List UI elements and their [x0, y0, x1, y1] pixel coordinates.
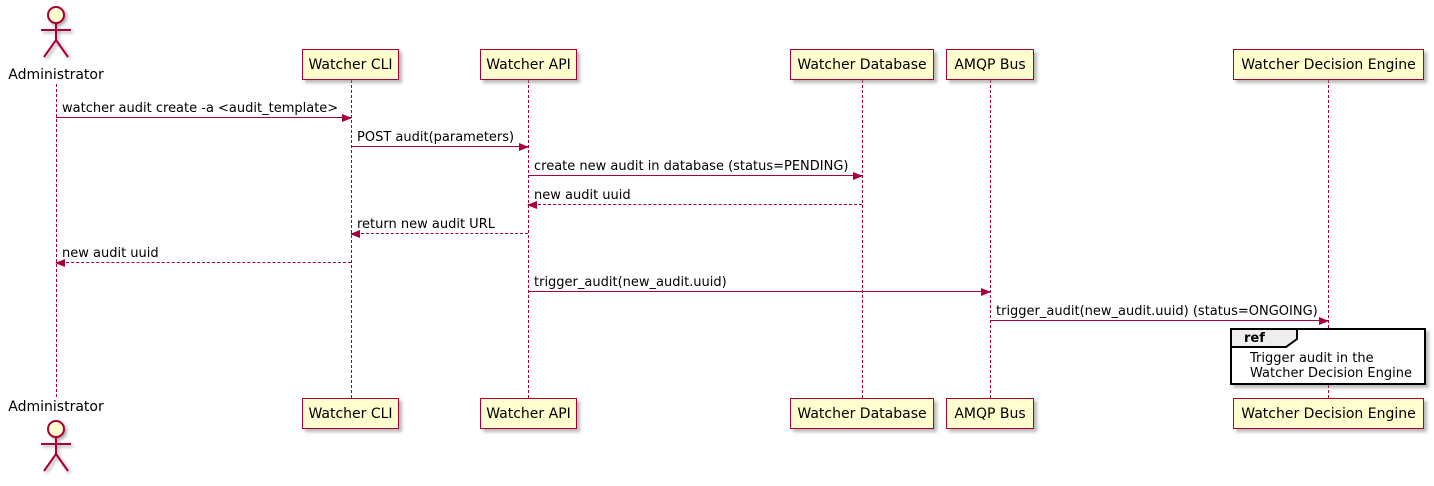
participant-watcher-decision-engine-top: Watcher Decision Engine: [1233, 49, 1424, 80]
message-label: trigger_audit(new_audit.uuid): [534, 275, 727, 290]
arrowhead-right-icon: [981, 287, 991, 296]
message-arrow: [527, 200, 862, 209]
lifeline-watcher-decision-engine: [1328, 80, 1329, 398]
actor-administrator-label-bottom: Administrator: [8, 399, 104, 415]
lifeline-watcher-cli: [351, 80, 352, 398]
message-arrow: [528, 171, 863, 180]
participant-watcher-cli-bottom: Watcher CLI: [302, 398, 399, 429]
participant-watcher-cli-top: Watcher CLI: [302, 49, 399, 80]
actor-administrator-label-top: Administrator: [8, 67, 104, 83]
ref-frame: ref Trigger audit in the Watcher Decisio…: [1230, 328, 1426, 385]
arrowhead-right-icon: [1319, 316, 1329, 325]
lifeline-watcher-api: [528, 80, 529, 398]
participant-watcher-database-bottom: Watcher Database: [790, 398, 934, 429]
participant-watcher-api-top: Watcher API: [480, 49, 577, 80]
message-arrow: [55, 258, 351, 267]
message-label: new audit uuid: [534, 188, 631, 203]
arrowhead-left-icon: [350, 229, 360, 238]
message-arrow: [56, 113, 352, 122]
message-label: watcher audit create -a <audit_template>: [62, 101, 339, 116]
participant-watcher-database-top: Watcher Database: [790, 49, 934, 80]
message-return-audit-url: return new audit URL: [350, 217, 528, 238]
lifeline-watcher-database: [862, 80, 863, 398]
actor-icon: [37, 417, 75, 481]
participant-watcher-decision-engine-bottom: Watcher Decision Engine: [1233, 398, 1424, 429]
message-label: return new audit URL: [357, 217, 495, 232]
arrowhead-right-icon: [342, 113, 352, 122]
lifeline-amqp-bus: [990, 80, 991, 398]
arrowhead-left-icon: [527, 200, 537, 209]
ref-text-line2: Watcher Decision Engine: [1250, 366, 1412, 381]
ref-text: Trigger audit in the Watcher Decision En…: [1250, 351, 1412, 381]
message-audit-create: watcher audit create -a <audit_template>: [56, 101, 352, 122]
message-trigger-audit-ongoing: trigger_audit(new_audit.uuid) (status=ON…: [990, 304, 1329, 325]
arrowhead-right-icon: [519, 142, 529, 151]
participant-watcher-api-bottom: Watcher API: [480, 398, 577, 429]
message-arrow: [350, 229, 528, 238]
message-create-audit-db: create new audit in database (status=PEN…: [528, 159, 863, 180]
message-label: create new audit in database (status=PEN…: [534, 159, 849, 174]
participant-amqp-bus-top: AMQP Bus: [946, 49, 1034, 80]
message-label: new audit uuid: [62, 246, 159, 261]
message-trigger-audit: trigger_audit(new_audit.uuid): [528, 275, 991, 296]
message-arrow: [351, 142, 529, 151]
actor-icon: [37, 5, 75, 65]
ref-tab: [1230, 328, 1300, 353]
message-arrow: [990, 316, 1329, 325]
message-post-audit: POST audit(parameters): [351, 130, 529, 151]
ref-keyword: ref: [1244, 331, 1265, 346]
message-label: POST audit(parameters): [357, 130, 515, 145]
arrowhead-right-icon: [853, 171, 863, 180]
message-new-audit-uuid-return: new audit uuid: [527, 188, 862, 209]
arrowhead-left-icon: [55, 258, 65, 267]
message-label: trigger_audit(new_audit.uuid) (status=ON…: [996, 304, 1318, 319]
lifeline-administrator: [56, 84, 57, 397]
participant-amqp-bus-bottom: AMQP Bus: [946, 398, 1034, 429]
message-arrow: [528, 287, 991, 296]
message-new-audit-uuid-admin: new audit uuid: [55, 246, 351, 267]
ref-text-line1: Trigger audit in the: [1250, 351, 1374, 366]
